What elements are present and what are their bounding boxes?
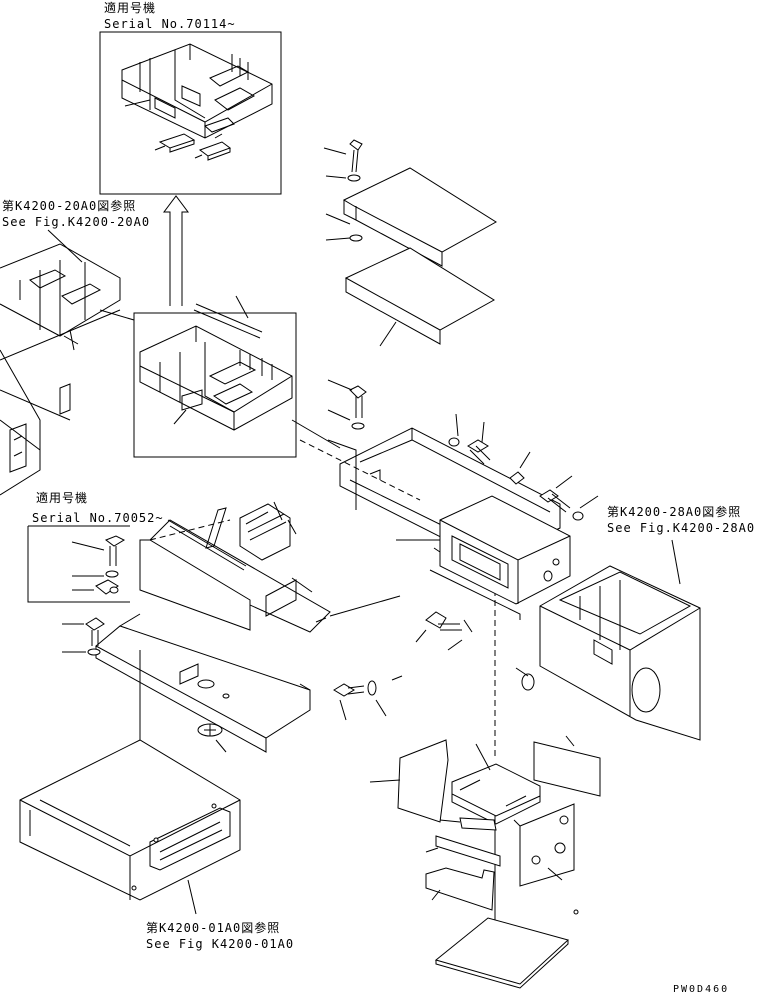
top-inset-bracket-drawing [121,43,273,161]
bottom-right-parts [369,611,601,989]
top-inset: 適用号機 Serial No.70114~ [99,0,282,195]
top-inset-serial-label: Serial No.70114~ [104,17,236,31]
left-lower-panel [62,501,403,753]
center-inset-frame [133,312,297,458]
left-frame-drawing [0,243,135,496]
mid-inset-serial-label: Serial No.70052~ [32,511,164,525]
left-reference: 第K4200-20A0図参照 See Fig.K4200-20A0 [0,198,150,496]
mid-inset: 適用号機 Serial No.70052~ [27,490,164,603]
top-inset-applicable-label: 適用号機 [104,0,156,15]
mid-inset-applicable-label: 適用号機 [36,490,88,505]
main-panel-assembly [291,379,599,920]
top-covers [323,139,497,347]
bottom-left-box: 第K4200-01A0図参照 See Fig K4200-01A0 [19,650,294,951]
bottom-ref-en-label: See Fig K4200-01A0 [146,937,294,951]
right-ref-en-label: See Fig.K4200-28A0 [607,521,755,535]
bottom-ref-jp-label: 第K4200-01A0図参照 [146,920,280,935]
left-ref-en-label: See Fig.K4200-20A0 [2,215,150,229]
center-bracket-inset [133,295,297,458]
right-ref-jp-label: 第K4200-28A0図参照 [607,504,741,519]
left-ref-jp-label: 第K4200-20A0図参照 [2,198,136,213]
right-reference: 第K4200-28A0図参照 See Fig.K4200-28A0 [515,504,755,741]
up-arrow [163,195,189,306]
drawing-code: PW0D460 [673,984,729,995]
top-inset-frame [99,31,282,195]
